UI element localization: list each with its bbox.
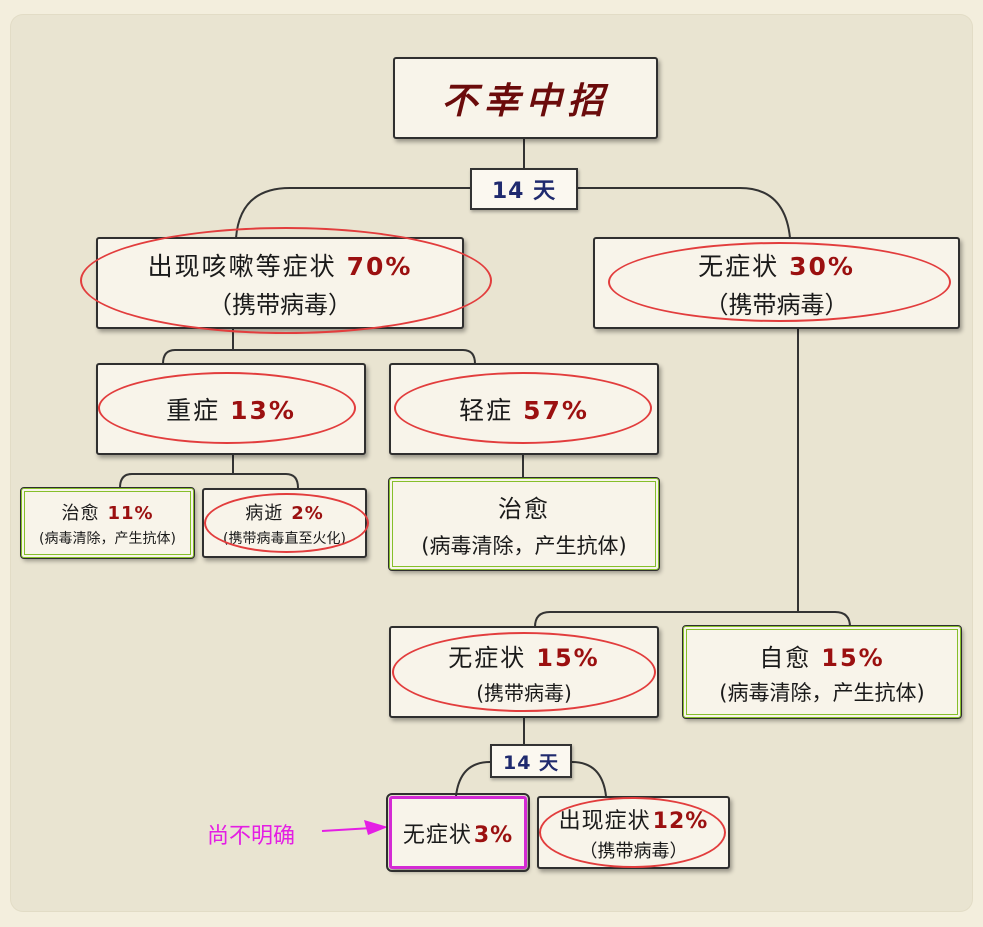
mild-label: 轻症 bbox=[459, 396, 514, 425]
self-healed-box: 自愈 15% (病毒清除，产生抗体) bbox=[682, 625, 962, 719]
root-box: 不幸中招 bbox=[393, 57, 658, 139]
connector-to-later-symptoms bbox=[571, 761, 607, 797]
later-symptoms-note: （携带病毒） bbox=[579, 840, 688, 862]
asymptomatic-box: 无症状 30% （携带病毒） bbox=[593, 237, 960, 329]
connector-sym-split bbox=[162, 349, 476, 365]
connector-to-still-asym bbox=[455, 761, 491, 797]
mild-percent: 57% bbox=[523, 396, 589, 425]
mild-cured-label: 治愈 bbox=[498, 494, 550, 523]
asym-remain-percent: 15% bbox=[536, 644, 600, 672]
severe-cured-percent: 11% bbox=[107, 502, 154, 524]
severe-died-note: (携带病毒直至火化) bbox=[223, 530, 346, 547]
still-asym-label: 无症状 bbox=[402, 822, 472, 848]
asym-remain-note: (携带病毒) bbox=[476, 681, 572, 705]
severe-died-label: 病逝 bbox=[245, 502, 284, 524]
self-healed-label: 自愈 bbox=[759, 643, 812, 672]
self-healed-note: (病毒清除，产生抗体) bbox=[719, 680, 925, 705]
symptomatic-note: （携带病毒） bbox=[208, 290, 352, 319]
symptomatic-percent: 70% bbox=[346, 251, 413, 281]
asym-remain-box: 无症状 15% (携带病毒) bbox=[389, 626, 659, 718]
severe-cured-box: 治愈 11% (病毒清除，产生抗体) bbox=[20, 487, 195, 559]
severe-label: 重症 bbox=[166, 396, 221, 425]
asym-remain-label: 无症状 bbox=[448, 644, 527, 672]
still-asym-percent: 3% bbox=[473, 822, 514, 848]
asymptomatic-label: 无症状 bbox=[698, 251, 780, 281]
symptomatic-box: 出现咳嗽等症状 70% （携带病毒） bbox=[96, 237, 464, 329]
mild-cured-box: 治愈 (病毒清除，产生抗体) bbox=[388, 477, 660, 571]
severe-box: 重症 13% bbox=[96, 363, 366, 455]
mild-box: 轻症 57% bbox=[389, 363, 659, 455]
asymptomatic-note: （携带病毒） bbox=[704, 290, 849, 319]
connector-severe-split bbox=[119, 473, 299, 489]
severe-cured-label: 治愈 bbox=[61, 502, 100, 524]
severe-died-percent: 2% bbox=[291, 502, 324, 524]
arrow-icon bbox=[364, 820, 388, 835]
days-label-top: 14 天 bbox=[470, 168, 578, 210]
severe-percent: 13% bbox=[230, 396, 296, 425]
later-symptoms-percent: 12% bbox=[652, 808, 709, 834]
root-title: 不幸中招 bbox=[441, 81, 610, 122]
self-healed-percent: 15% bbox=[821, 643, 885, 672]
later-symptoms-label: 出现症状 bbox=[558, 808, 651, 834]
severe-died-box: 病逝 2% (携带病毒直至火化) bbox=[202, 488, 367, 558]
severe-cured-note: (病毒清除，产生抗体) bbox=[39, 530, 176, 547]
symptomatic-label: 出现咳嗽等症状 bbox=[147, 251, 337, 281]
connector-to-asymptomatic bbox=[578, 187, 791, 239]
connector-asym-split bbox=[534, 611, 851, 628]
days-label-bottom: 14 天 bbox=[490, 744, 572, 778]
mild-cured-note: (病毒清除，产生抗体) bbox=[421, 533, 627, 558]
asymptomatic-percent: 30% bbox=[789, 251, 855, 281]
connector-to-symptomatic bbox=[235, 187, 470, 239]
unclear-note: 尚不明确 bbox=[207, 824, 296, 849]
